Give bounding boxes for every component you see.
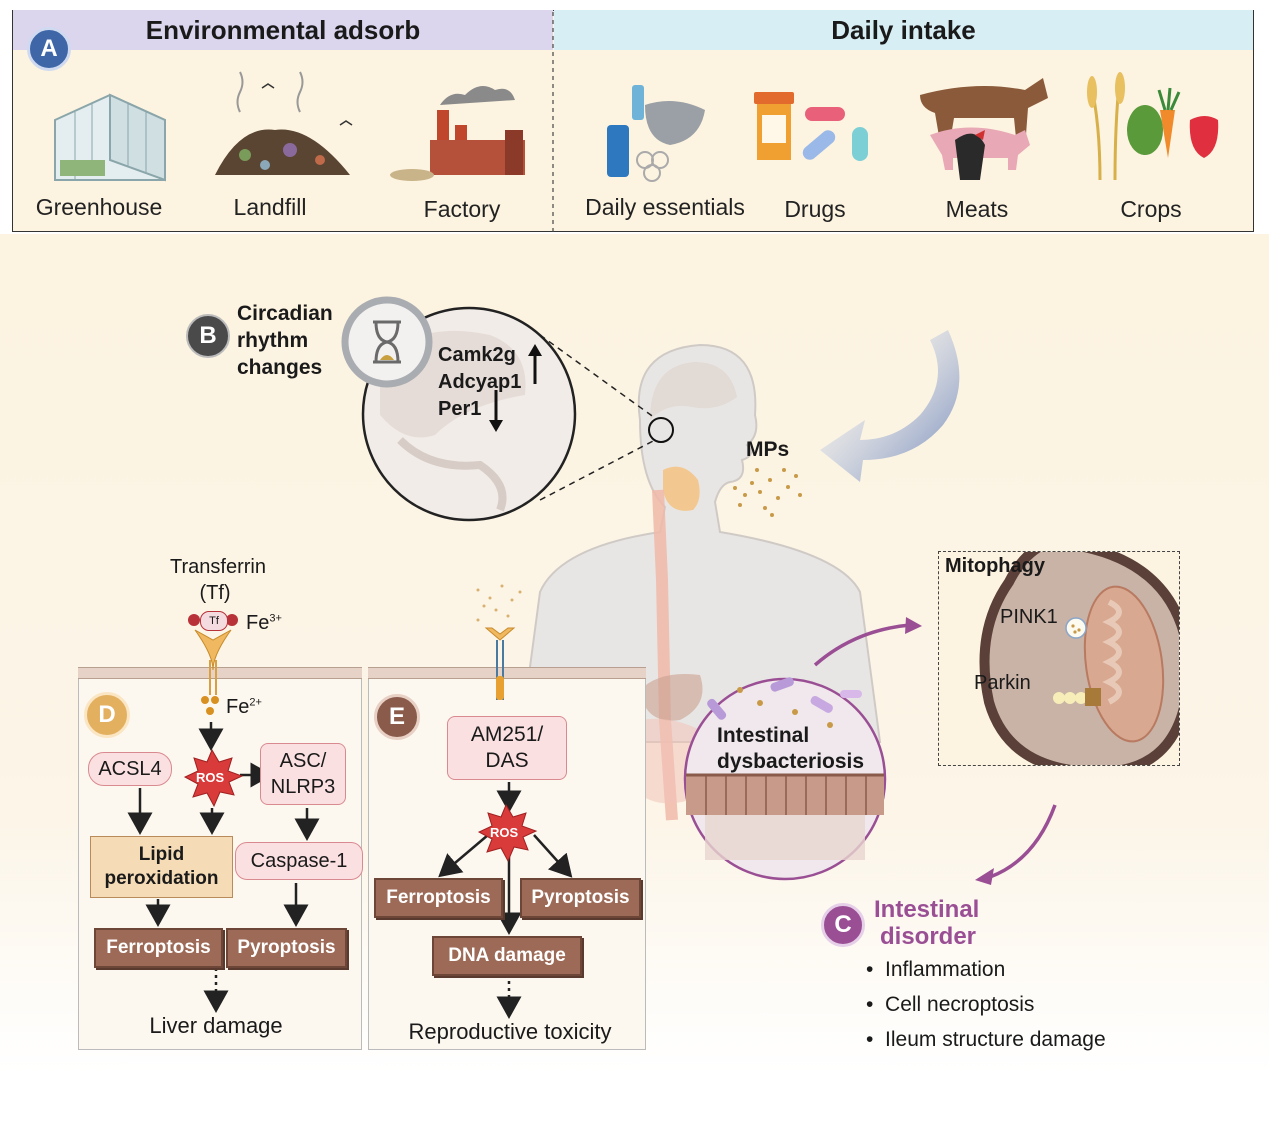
caspase-1-box: Caspase-1 bbox=[235, 842, 363, 880]
ros-label-e: ROS bbox=[490, 825, 519, 840]
ferroptosis-box-e: Ferroptosis bbox=[374, 878, 503, 918]
transferrin-label-line1: Transferrin bbox=[170, 556, 266, 578]
circadian-title-line2: rhythm bbox=[237, 329, 309, 352]
liver-damage-label: Liver damage bbox=[149, 1013, 283, 1038]
ros-burst-d bbox=[183, 748, 244, 808]
gene-adcyap1: Adcyap1 bbox=[438, 371, 522, 393]
fe3-label: Fe3+ bbox=[246, 612, 282, 634]
ferroptosis-box-d: Ferroptosis bbox=[94, 928, 223, 968]
source-label-meats: Meats bbox=[945, 196, 1009, 222]
asc-nlrp3-box: ASC/ NLRP3 bbox=[260, 743, 346, 805]
panel-d-membrane bbox=[78, 667, 362, 679]
dna-damage-box: DNA damage bbox=[432, 936, 582, 976]
reproductive-toxicity-label: Reproductive toxicity bbox=[408, 1019, 612, 1044]
fe2-label: Fe2+ bbox=[226, 696, 262, 718]
intestinal-disorder-title-line1: Intestinal bbox=[874, 896, 980, 923]
pink1-label: PINK1 bbox=[1000, 606, 1058, 628]
tf-badge: Tf bbox=[200, 611, 228, 631]
hourglass-clock-icon bbox=[341, 296, 433, 388]
bullet-ileum-damage: • Ileum structure damage bbox=[866, 1028, 1106, 1051]
am251-das-box: AM251/ DAS bbox=[447, 716, 567, 780]
gene-camk2g: Camk2g bbox=[438, 344, 516, 366]
circadian-title-line1: Circadian bbox=[237, 302, 333, 325]
header-environmental-adsorb: Environmental adsorb bbox=[13, 10, 553, 50]
dysbiosis-label-line2: dysbacteriosis bbox=[717, 750, 865, 773]
source-label-daily-essentials: Daily essentials bbox=[585, 194, 745, 220]
transferrin-receptor-icon bbox=[188, 614, 238, 715]
badge-a: A bbox=[27, 27, 71, 71]
badge-b: B bbox=[186, 314, 230, 358]
ros-label-d: ROS bbox=[196, 770, 225, 785]
mp-receptor-icon bbox=[476, 584, 522, 700]
mitochondrion-illustration bbox=[979, 552, 1179, 765]
source-label-factory: Factory bbox=[423, 196, 501, 222]
badge-d: D bbox=[84, 692, 130, 738]
daily-essentials-icon bbox=[607, 85, 705, 182]
meats-icon bbox=[920, 78, 1048, 180]
mps-label: MPs bbox=[746, 438, 790, 461]
intake-arrow bbox=[820, 330, 960, 482]
badge-e: E bbox=[374, 694, 420, 740]
mitophagy-box bbox=[938, 551, 1180, 766]
source-label-greenhouse: Greenhouse bbox=[35, 194, 163, 220]
header-daily-intake: Daily intake bbox=[554, 10, 1253, 50]
greenhouse-icon bbox=[54, 93, 166, 182]
dysbiosis-label-line1: Intestinal bbox=[717, 724, 810, 747]
mitophagy-title: Mitophagy bbox=[945, 555, 1045, 577]
parkin-label: Parkin bbox=[974, 672, 1031, 694]
transferrin-label-line2: (Tf) bbox=[199, 582, 231, 604]
source-label-crops: Crops bbox=[1120, 196, 1182, 222]
lipid-peroxidation-box: Lipid peroxidation bbox=[90, 836, 233, 898]
source-label-drugs: Drugs bbox=[784, 196, 846, 222]
source-label-landfill: Landfill bbox=[233, 194, 307, 220]
bullet-inflammation: • Inflammation bbox=[866, 958, 1006, 981]
landfill-icon bbox=[215, 71, 353, 175]
panel-e-membrane bbox=[368, 667, 646, 679]
drugs-icon bbox=[754, 92, 868, 161]
bullet-cell-necroptosis: • Cell necroptosis bbox=[866, 993, 1035, 1016]
pyroptosis-box-e: Pyroptosis bbox=[520, 878, 641, 918]
acsl4-box: ACSL4 bbox=[88, 752, 172, 786]
badge-c: C bbox=[821, 903, 865, 947]
pyroptosis-box-d: Pyroptosis bbox=[226, 928, 347, 968]
intestinal-disorder-title-line2: disorder bbox=[880, 923, 977, 950]
gene-per1: Per1 bbox=[438, 398, 482, 420]
mps-particles bbox=[733, 468, 802, 517]
intestine-zoom-circle bbox=[683, 677, 887, 881]
factory-icon bbox=[390, 86, 525, 181]
crops-icon bbox=[1087, 72, 1219, 181]
ros-burst-e bbox=[477, 803, 538, 863]
circadian-title-line3: changes bbox=[237, 356, 323, 379]
